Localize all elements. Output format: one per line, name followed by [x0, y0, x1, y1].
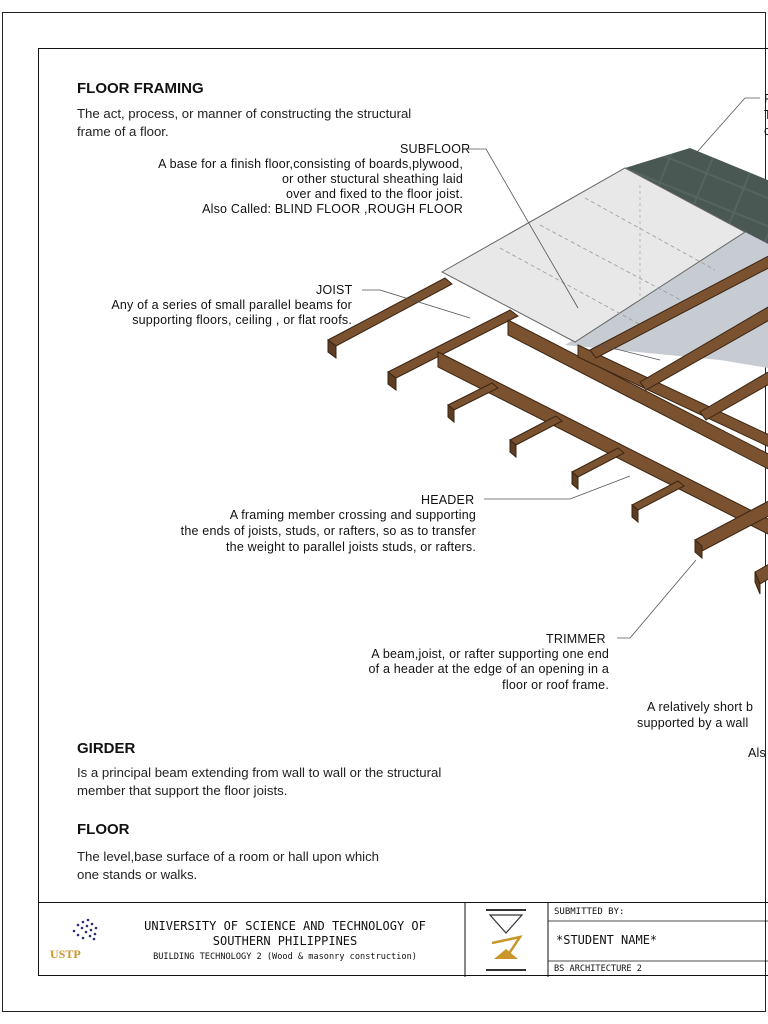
- trimmer-desc-3: floor or roof frame.: [502, 678, 609, 692]
- floor-desc-1: The level,base surface of a room or hall…: [77, 849, 380, 864]
- top-right-label-1: F: [764, 92, 768, 106]
- student-name: *STUDENT NAME*: [556, 933, 658, 947]
- top-right-label-3: c: [764, 124, 768, 138]
- joist-desc-2: supporting floors, ceiling , or flat roo…: [132, 313, 352, 327]
- drawing-frame: [38, 48, 768, 976]
- top-right-label-2: T: [764, 108, 768, 122]
- header-desc-2: the ends of joists, studs, or rafters, s…: [180, 524, 476, 538]
- floor-framing-title: FLOOR FRAMING: [77, 80, 204, 97]
- ustp-logo-dots: [72, 918, 98, 941]
- girder-title: GIRDER: [77, 740, 136, 757]
- partial-desc-2: supported by a wall: [637, 716, 749, 730]
- joist-desc-1: Any of a series of small parallel beams …: [111, 298, 352, 312]
- joists: [327, 255, 768, 595]
- subfloor-sheet: [440, 167, 746, 343]
- header-desc-3: the weight to parallel joists studs, or …: [226, 540, 476, 554]
- trimmer-desc-1: A beam,joist, or rafter supporting one e…: [371, 647, 609, 661]
- leader-lines: [362, 97, 760, 639]
- plywood-sheet: [565, 232, 768, 368]
- course-title: BUILDING TECHNOLOGY 2 (Wood & masonry co…: [153, 952, 417, 962]
- finish-floor-tiles: [625, 148, 768, 248]
- header-desc-1: A framing member crossing and supporting: [229, 508, 476, 522]
- floor-framing-desc-1: The act, process, or manner of construct…: [77, 106, 412, 121]
- subfloor-label: SUBFLOOR: [400, 142, 471, 156]
- trimmer-label: TRIMMER: [546, 632, 606, 646]
- university-name-2: SOUTHERN PHILIPPINES: [212, 934, 358, 948]
- program-name: BS ARCHITECTURE 2: [554, 964, 642, 974]
- submitted-by-label: SUBMITTED BY:: [554, 907, 625, 917]
- trimmer-desc-2: of a header at the edge of an opening in…: [368, 662, 609, 676]
- ustp-logo-text: USTP: [50, 947, 81, 961]
- floor-framing-desc-2: frame of a floor.: [77, 124, 169, 139]
- subfloor-desc-3: over and fixed to the floor joist.: [285, 187, 463, 201]
- title-block-lines: [72, 903, 768, 977]
- title-block: USTP UNIVERSITY OF SCIENCE AND TECHNOLOG…: [38, 902, 768, 977]
- floor-desc-2: one stands or walks.: [77, 867, 198, 882]
- girder-desc-2: member that support the floor joists.: [77, 783, 288, 798]
- joist-label: JOIST: [316, 283, 353, 297]
- partial-desc-1: A relatively short b: [647, 700, 754, 714]
- university-name-1: UNIVERSITY OF SCIENCE AND TECHNOLOGY OF: [144, 919, 426, 933]
- header-label: HEADER: [421, 493, 475, 507]
- program-logo: [486, 909, 526, 971]
- floor-title: FLOOR: [77, 821, 130, 838]
- subfloor-desc-4: Also Called: BLIND FLOOR ,ROUGH FLOOR: [202, 202, 463, 216]
- girder-desc-1: Is a principal beam extending from wall …: [77, 765, 442, 780]
- partial-desc-3: Als: [748, 746, 766, 760]
- subfloor-desc-2: or other stuctural sheathing laid: [281, 172, 463, 186]
- subfloor-desc-1: A base for a finish floor,consisting of …: [158, 157, 463, 171]
